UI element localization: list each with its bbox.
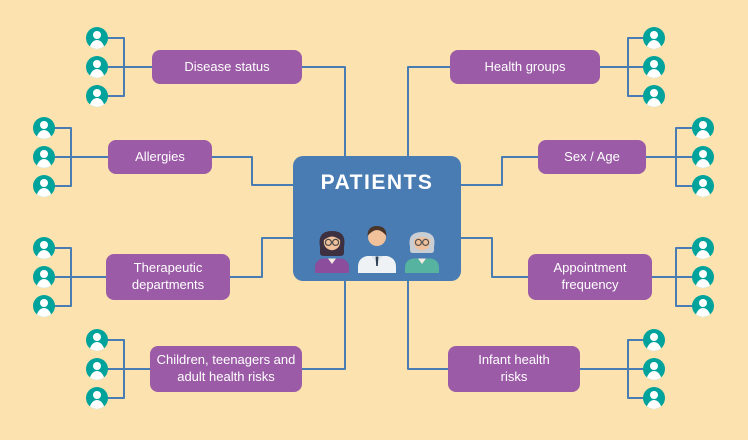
rail-mid-left-lower <box>43 247 107 307</box>
user-icon-cluster-health-groups <box>643 27 665 107</box>
node-sex-age: Sex / Age <box>538 140 646 174</box>
node-therapeutic-departments: Therapeutic departments <box>106 254 230 300</box>
user-icon <box>33 237 55 259</box>
user-icon <box>86 85 108 107</box>
user-icon <box>33 146 55 168</box>
user-icon-cluster-children-risks <box>86 329 108 409</box>
user-icon <box>33 117 55 139</box>
connector-therapeutic-departments <box>229 237 294 278</box>
rail-bottom-left <box>96 339 151 399</box>
user-icon <box>86 27 108 49</box>
node-label: Infant health risks <box>478 352 550 384</box>
user-icon <box>33 175 55 197</box>
node-health-groups: Health groups <box>450 50 600 84</box>
rail-mid-right-upper <box>645 127 704 187</box>
user-icon-cluster-appointment-frequency <box>692 237 714 317</box>
user-icon <box>643 85 665 107</box>
man-avatar-icon <box>358 226 396 273</box>
rail-mid-left-upper <box>43 127 109 187</box>
user-icon <box>692 237 714 259</box>
user-icon <box>86 387 108 409</box>
node-appointment-frequency: Appointment frequency <box>528 254 652 300</box>
center-node-patients: PATIENTS <box>293 156 461 281</box>
center-title: PATIENTS <box>320 171 434 194</box>
user-icon <box>86 56 108 78</box>
user-icon-cluster-disease-status <box>86 27 108 107</box>
node-label: Children, teenagers and adult health ris… <box>156 352 296 384</box>
user-icon <box>692 146 714 168</box>
node-label: Allergies <box>135 148 185 164</box>
user-icon <box>692 295 714 317</box>
user-icon <box>692 175 714 197</box>
connector-appointment-frequency <box>460 237 529 278</box>
user-icon-cluster-sex-age <box>692 117 714 197</box>
user-icon <box>643 387 665 409</box>
connector-children-risks <box>301 280 346 370</box>
node-infant-health-risks: Infant health risks <box>448 346 580 392</box>
rail-top-right <box>599 37 655 97</box>
connector-sex-age <box>460 156 539 186</box>
patient-avatars <box>293 223 461 273</box>
user-icon-cluster-infant-risks <box>643 329 665 409</box>
user-icon <box>86 329 108 351</box>
user-icon <box>643 27 665 49</box>
node-allergies: Allergies <box>108 140 212 174</box>
connector-allergies <box>211 156 294 186</box>
user-icon <box>692 117 714 139</box>
node-label: Disease status <box>184 58 270 74</box>
node-label: Health groups <box>484 58 566 74</box>
user-icon <box>86 358 108 380</box>
node-disease-status: Disease status <box>152 50 302 84</box>
elderly-man-avatar-icon <box>405 232 439 273</box>
user-icon <box>33 266 55 288</box>
node-label: Sex / Age <box>564 148 620 164</box>
connector-infant-risks <box>407 280 449 370</box>
user-icon <box>692 266 714 288</box>
node-label: Therapeutic departments <box>131 260 205 292</box>
user-icon-cluster-therapeutic-departments <box>33 237 55 317</box>
node-children-teenagers-adult-health-risks: Children, teenagers and adult health ris… <box>150 346 302 392</box>
woman-avatar-icon <box>315 231 349 273</box>
user-icon <box>643 329 665 351</box>
connector-health-groups <box>407 66 451 157</box>
connector-disease-status <box>301 66 346 157</box>
rail-top-left <box>96 37 153 97</box>
user-icon <box>33 295 55 317</box>
rail-bottom-right <box>579 339 655 399</box>
rail-mid-right-lower <box>651 247 704 307</box>
node-label: Appointment frequency <box>553 260 627 292</box>
user-icon <box>643 56 665 78</box>
user-icon <box>643 358 665 380</box>
user-icon-cluster-allergies <box>33 117 55 197</box>
